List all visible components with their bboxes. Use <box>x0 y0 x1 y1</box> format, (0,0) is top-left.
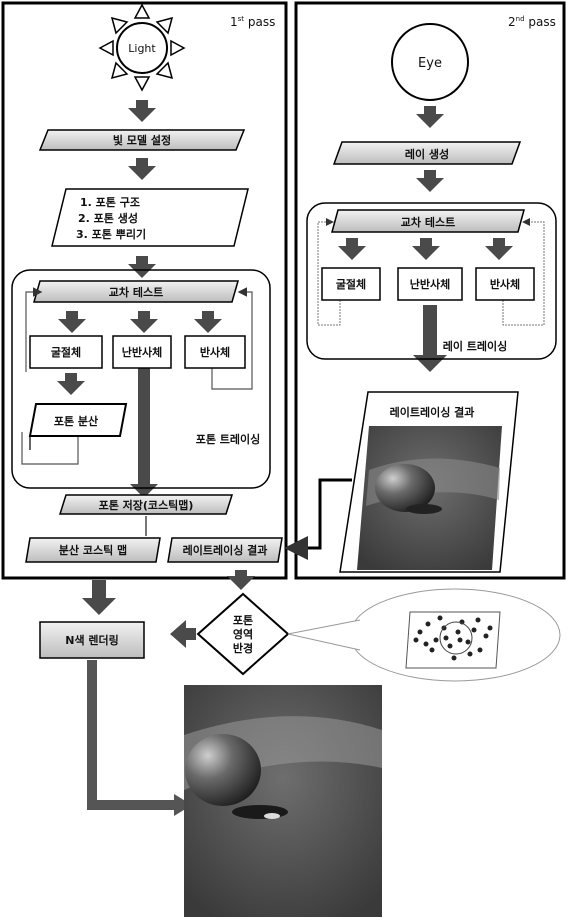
photon-step-2: 2. 포톤 생성 <box>78 211 138 225</box>
refractor-1-label: 굴절체 <box>51 345 81 359</box>
photon-region-line-3: 반경 <box>233 641 253 655</box>
photon-step-3: 3. 포톤 뿌리기 <box>76 227 146 241</box>
reflector-1-label: 반사체 <box>200 345 230 359</box>
second-pass-label: 2nd pass <box>508 15 556 29</box>
caustic-map-box: 분산 코스틱 맵 <box>26 538 160 562</box>
caustic-map-label: 분산 코스틱 맵 <box>59 543 127 557</box>
diffuse-2-label: 난반사체 <box>410 277 450 291</box>
eye-icon: Eye <box>392 24 468 100</box>
photon-scatter-label: 포톤 분산 <box>54 414 98 428</box>
photon-tracing-label: 포톤 트레이싱 <box>196 432 261 446</box>
reflector-2-label: 반사체 <box>490 277 520 291</box>
diamond-left-arrow <box>170 620 196 648</box>
first-pass-label: 1st pass <box>230 15 275 29</box>
photon-store-box: 포톤 저장(코스틱맵) <box>60 495 232 514</box>
ray-tracing-label: 레이 트레이싱 <box>443 339 508 353</box>
photon-region-line-2: 영역 <box>233 627 253 641</box>
light-model-label: 빛 모델 설정 <box>113 133 171 147</box>
photon-region-diamond: 포톤 영역 반경 <box>198 594 288 674</box>
light-icon: Light <box>100 5 184 90</box>
result-connector <box>290 480 352 548</box>
photon-callout <box>288 589 560 681</box>
ray-gen-box: 레이 생성 <box>334 142 520 164</box>
final-path <box>92 660 176 805</box>
light-model-box: 빛 모델 설정 <box>40 130 244 150</box>
intersect-test-2-box: 교차 테스트 <box>332 210 524 232</box>
raytrace-result-2-label: 레이트레이싱 결과 <box>390 405 475 419</box>
final-render-image <box>184 685 382 917</box>
light-label: Light <box>128 42 156 55</box>
final-render-box: N색 렌더링 <box>40 622 144 658</box>
raytrace-result-1-label: 레이트레이싱 결과 <box>183 543 268 557</box>
photon-step-1: 1. 포톤 구조 <box>80 196 140 209</box>
photon-region-line-1: 포톤 <box>233 614 253 627</box>
final-render-label: N색 렌더링 <box>65 633 119 647</box>
photon-store-label: 포톤 저장(코스틱맵) <box>99 498 194 512</box>
ray-gen-label: 레이 생성 <box>405 147 449 161</box>
intersect-test-2-label: 교차 테스트 <box>401 215 455 229</box>
raytrace-result-1-box: 레이트레이싱 결과 <box>168 538 282 562</box>
refractor-2-label: 굴절체 <box>336 277 366 291</box>
intersect-test-1-label: 교차 테스트 <box>109 285 163 299</box>
photon-steps-box: 1. 포톤 구조 2. 포톤 생성 3. 포톤 뿌리기 <box>52 189 248 246</box>
eye-label: Eye <box>418 56 442 71</box>
raytrace-result-2-panel: 레이트레이싱 결과 <box>340 392 518 572</box>
raytrace-render-image <box>357 426 502 570</box>
diffuse-1-label: 난반사체 <box>122 345 162 359</box>
intersect-test-1-box: 교차 테스트 <box>34 281 238 302</box>
